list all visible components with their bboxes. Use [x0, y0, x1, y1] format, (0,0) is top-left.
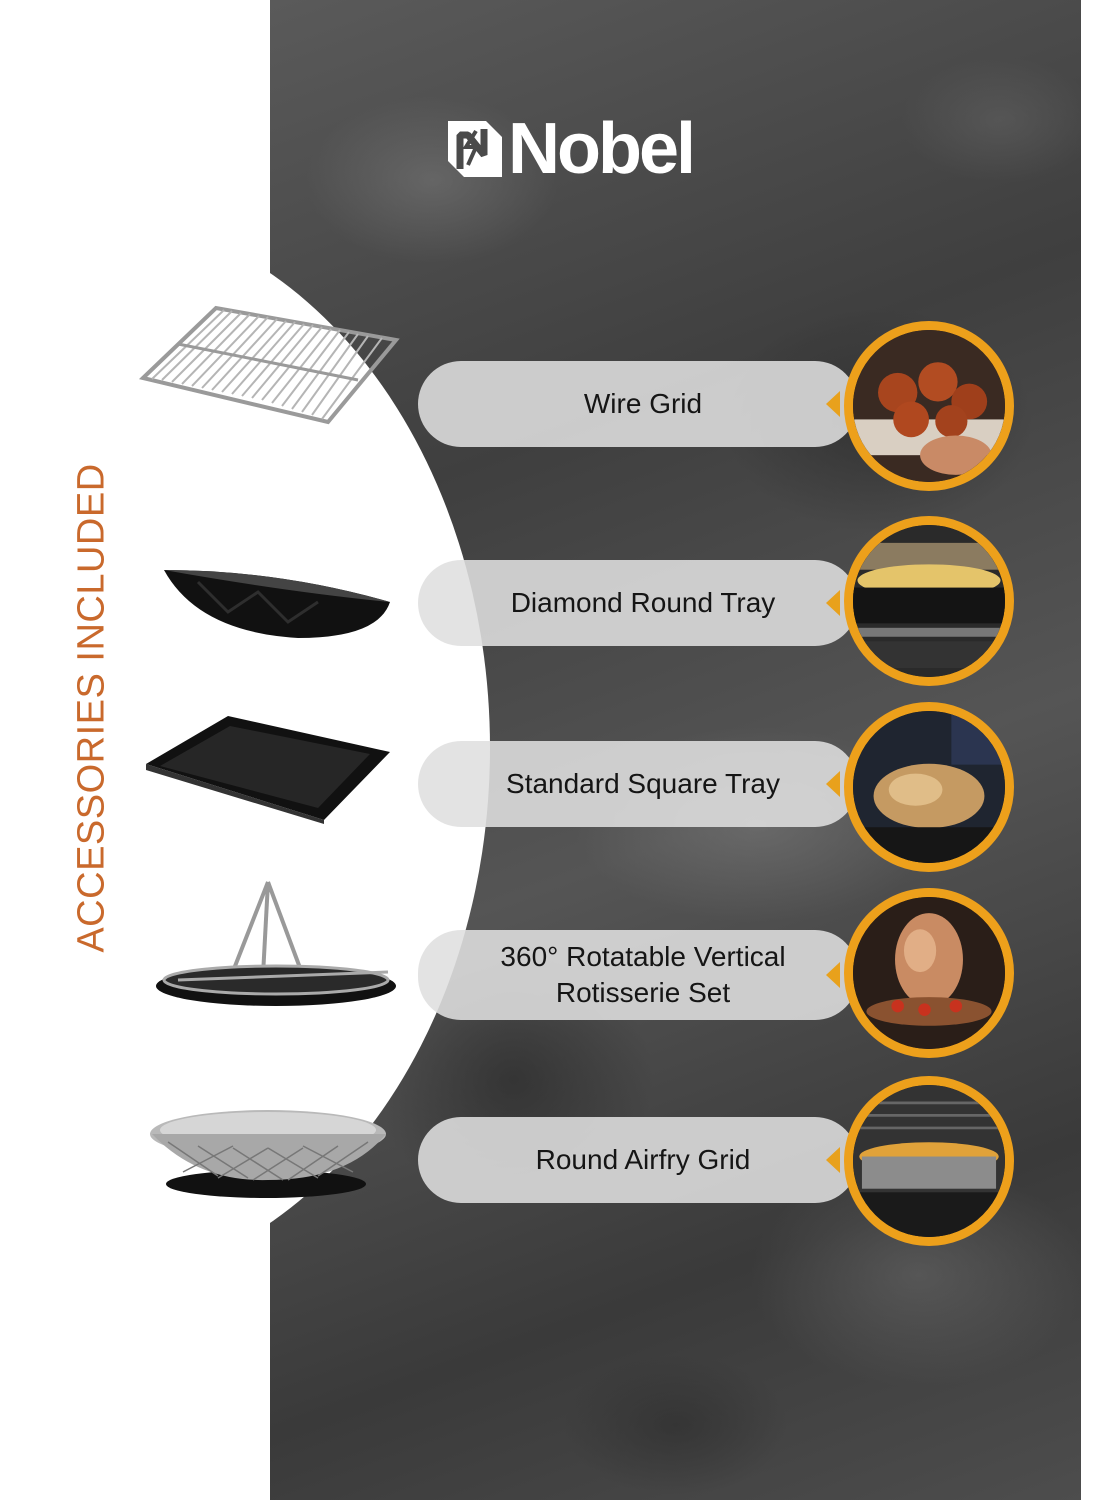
accessories-title: ACCESSORIES INCLUDED — [70, 463, 113, 953]
fries-basket-photo — [844, 1076, 1014, 1246]
rotisserie-set-label: 360° Rotatable Vertical Rotisserie Set — [418, 930, 858, 1020]
airfry-grid-label: Round Airfry Grid — [418, 1117, 858, 1203]
pointer-arrow — [826, 1147, 840, 1173]
gratin-tray-photo — [844, 516, 1014, 686]
rotisserie-set-icon — [156, 881, 396, 1006]
wire-grid-icon — [138, 305, 400, 425]
airfry-basket-icon — [150, 1110, 386, 1198]
brand-logo: Nobel — [446, 109, 696, 189]
diamond-round-tray-icon — [164, 570, 390, 638]
pointer-arrow — [826, 590, 840, 616]
nobel-logo-icon — [448, 121, 502, 177]
pointer-arrow — [826, 962, 840, 988]
wire-grid-label: Wire Grid — [418, 361, 858, 447]
brand-name: Nobel — [508, 109, 696, 189]
baked-rolls-photo — [844, 321, 1014, 491]
roast-chicken-photo — [844, 702, 1014, 872]
pointer-arrow — [826, 391, 840, 417]
rotisserie-chicken-photo — [844, 888, 1014, 1058]
square-tray-label: Standard Square Tray — [418, 741, 858, 827]
pointer-arrow — [826, 771, 840, 797]
square-tray-icon — [146, 716, 390, 824]
diamond-round-tray-label: Diamond Round Tray — [418, 560, 858, 646]
